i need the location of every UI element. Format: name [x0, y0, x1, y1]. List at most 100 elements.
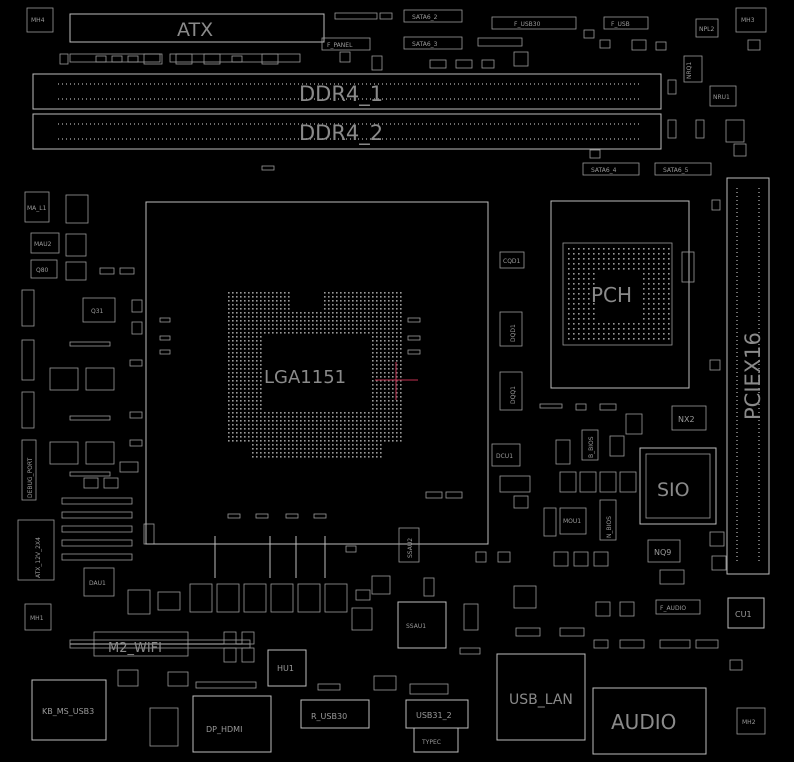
svg-text:M2_WIFI: M2_WIFI [108, 641, 162, 656]
svg-text:SSAU2: SSAU2 [407, 538, 414, 558]
nrq1-component: NRQ1 [683, 55, 703, 83]
nq9-component: NQ9 [647, 539, 681, 563]
svg-text:MA_L1: MA_L1 [27, 205, 47, 212]
f-audio-header: F_AUDIO [655, 599, 701, 615]
sata6-4-connector: SATA6_4 [582, 162, 640, 176]
mounting-hole-mh3: MH3 [735, 7, 767, 33]
svg-text:NRQ1: NRQ1 [686, 62, 693, 79]
svg-text:DQQ1: DQQ1 [510, 386, 517, 404]
dp-hdmi-port: DP_HDMI [192, 695, 272, 753]
sata6-2-connector: SATA6_2 [403, 9, 463, 23]
r-usb30-port: R_USB30 [300, 699, 370, 729]
svg-text:SIO: SIO [657, 479, 690, 501]
ssau1-chip: SSAU1 [397, 601, 447, 649]
mau2-component: MAU2 [30, 232, 60, 254]
pch-side-components [499, 199, 727, 617]
debug-port-header: DEBUG_PORT [21, 439, 37, 501]
svg-text:SATA6_3: SATA6_3 [412, 41, 438, 48]
b-bios-component: B_BIOS [581, 429, 599, 461]
svg-text:PCIEX16: PCIEX16 [741, 332, 765, 420]
svg-text:B_BIOS: B_BIOS [588, 436, 595, 458]
svg-text:LGA1151: LGA1151 [264, 367, 346, 388]
f-usb-header: F_USB [603, 16, 649, 30]
svg-text:NX2: NX2 [678, 415, 695, 424]
dqd1-component: DQD1 [499, 311, 523, 347]
svg-text:SATA6_4: SATA6_4 [591, 167, 617, 174]
svg-text:SATA6_2: SATA6_2 [412, 14, 438, 21]
kb-ms-usb3-port: KB_MS_USB3 [31, 679, 107, 741]
vrm-chokes [127, 545, 371, 615]
dcu1-component: DCU1 [491, 443, 521, 467]
svg-text:Q80: Q80 [36, 267, 49, 274]
svg-text:R_USB30: R_USB30 [311, 712, 347, 721]
svg-text:F_USB: F_USB [611, 21, 630, 28]
svg-text:USB_LAN: USB_LAN [509, 692, 573, 708]
mou1-component: MOU1 [559, 507, 587, 535]
bottom-small-components [117, 551, 743, 695]
atx-power-connector: ATX [69, 13, 325, 43]
small-components-right [261, 79, 747, 171]
svg-text:SSAU1: SSAU1 [406, 623, 426, 630]
small-components-top [95, 29, 761, 71]
mounting-hole-mh2: MH2 [736, 707, 766, 735]
nx2-component: NX2 [671, 405, 707, 431]
atx-12v-2x4-connector: ATX_12V_2X4 [17, 519, 55, 581]
svg-text:MH4: MH4 [31, 17, 45, 24]
svg-text:PCH: PCH [591, 283, 632, 307]
svg-text:DCU1: DCU1 [496, 453, 513, 460]
lga1151-cpu-socket: LGA1151 [145, 201, 489, 545]
svg-text:DP_HDMI: DP_HDMI [206, 725, 242, 734]
socket-side-components [159, 317, 463, 578]
q31-component: Q31 [82, 297, 116, 323]
svg-text:NQ9: NQ9 [654, 548, 671, 557]
n-bios-component: N_BIOS [599, 499, 617, 541]
svg-text:DQD1: DQD1 [510, 324, 517, 342]
svg-text:DDR4_2: DDR4_2 [299, 121, 383, 146]
svg-text:AUDIO: AUDIO [611, 710, 676, 734]
npl2-component: NPL2 [695, 18, 719, 38]
svg-text:NPL2: NPL2 [699, 26, 714, 33]
pch-ball-grid [568, 248, 670, 340]
typec-port: TYPEC [413, 727, 459, 753]
svg-text:CQD1: CQD1 [503, 258, 521, 265]
svg-text:ATX_12V_2X4: ATX_12V_2X4 [35, 537, 42, 578]
svg-text:DAU1: DAU1 [89, 580, 106, 587]
pciex16-slot: PCIEX16 [726, 177, 770, 575]
sata6-5-connector: SATA6_5 [654, 162, 712, 176]
f-panel-header: F_PANEL [321, 37, 371, 51]
cu1-component: CU1 [727, 597, 765, 629]
audio-jack: AUDIO [592, 687, 707, 755]
ddr4-1-slot: DDR4_1 [32, 73, 662, 110]
svg-text:TYPEC: TYPEC [421, 739, 441, 746]
svg-text:DDR4_1: DDR4_1 [299, 82, 383, 107]
svg-text:MAU2: MAU2 [34, 241, 52, 248]
svg-text:USB31_2: USB31_2 [416, 711, 452, 720]
svg-text:F_AUDIO: F_AUDIO [660, 605, 686, 612]
svg-text:HU1: HU1 [277, 664, 294, 673]
sata6-3-connector: SATA6_3 [403, 36, 463, 50]
svg-text:SATA6_5: SATA6_5 [663, 167, 689, 174]
svg-text:N_BIOS: N_BIOS [606, 516, 613, 538]
svg-text:F_PANEL: F_PANEL [327, 42, 353, 49]
svg-text:DEBUG_PORT: DEBUG_PORT [27, 457, 34, 498]
svg-text:MH3: MH3 [741, 17, 755, 24]
svg-text:MOU1: MOU1 [563, 518, 581, 525]
cqd1-component: CQD1 [499, 251, 525, 269]
nru1-component: NRU1 [709, 85, 737, 107]
svg-text:MH1: MH1 [30, 615, 44, 622]
svg-text:CU1: CU1 [735, 610, 752, 619]
mounting-hole-mh4: MH4 [26, 7, 54, 33]
svg-text:ATX: ATX [177, 19, 213, 41]
socket-pin-grid [228, 292, 402, 458]
ssau2-component: SSAU2 [398, 527, 420, 563]
left-small-components [21, 267, 143, 477]
rear-io-block [149, 707, 179, 747]
mounting-hole-mh1: MH1 [24, 603, 52, 631]
svg-text:NRU1: NRU1 [713, 94, 730, 101]
ddr4-2-slot: DDR4_2 [32, 113, 662, 150]
hu1-chip: HU1 [267, 649, 307, 687]
usb-lan-port: USB_LAN [496, 653, 586, 741]
dqq1-component: DQQ1 [499, 371, 523, 411]
svg-text:Q31: Q31 [91, 308, 104, 315]
svg-text:KB_MS_USB3: KB_MS_USB3 [42, 707, 94, 716]
